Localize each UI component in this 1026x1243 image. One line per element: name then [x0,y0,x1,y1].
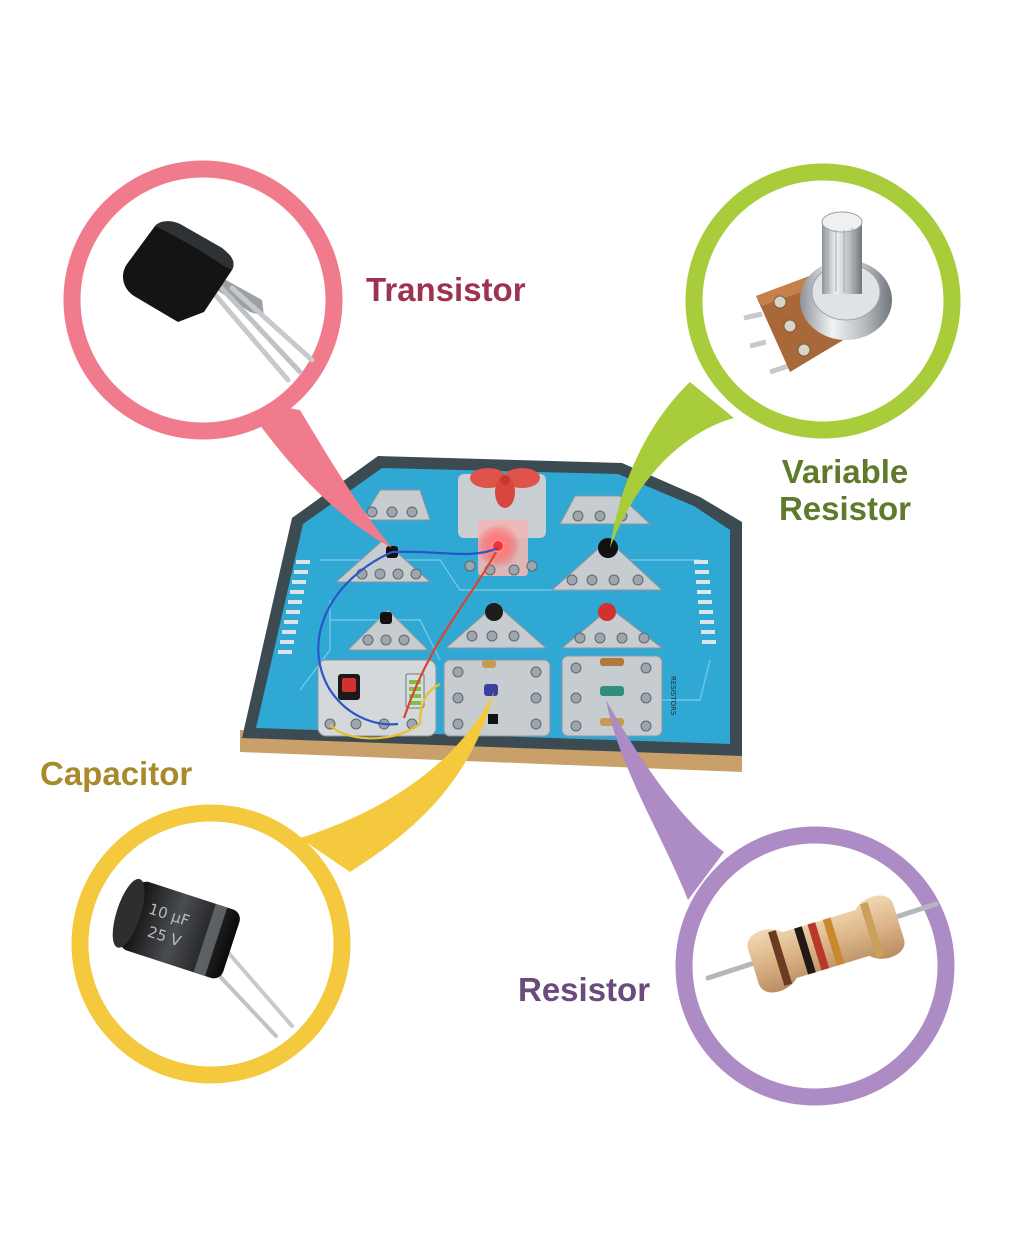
board-potentiometer-knob [598,538,618,558]
transistor-label: Transistor [366,271,526,308]
potentiometer-icon [743,211,892,375]
transistor-callout-tail [242,400,392,548]
transistor-icon [122,221,315,383]
board-buzzer [485,603,503,621]
resistors-board-label: RESISTORS [669,676,677,716]
board-wires [317,546,499,740]
board-capacitor-3 [482,660,496,668]
resistor-callout-tail [606,700,724,900]
capacitor-icon: 10 µF 25 V [112,878,294,1038]
capacitor-callout-tail [300,692,494,872]
circuit-board: RESISTORS [240,456,742,772]
board-resistor [600,686,624,696]
switch-rocker [342,678,356,692]
variable-resistor-callout [610,163,961,548]
board-push-switch [598,603,616,621]
capacitor-callout: 10 µF 25 V [71,692,494,1084]
variable-resistor-label-line2: Resistor [778,489,912,527]
resistor-callout [606,700,955,1106]
resistor-label: Resistor [518,971,651,1008]
board-resistor-2 [600,658,624,666]
side-slots-left [278,560,310,654]
variable-resistor-callout-tail [610,382,734,548]
spring-terminals [324,506,652,732]
variable-resistor-label-line1: Variable [781,453,909,490]
board-capacitor-2 [488,714,498,724]
board-capacitor [484,684,498,696]
side-slots-right [694,560,716,644]
variable-resistor-label: Variable Resistor [772,453,918,528]
capacitor-label: Capacitor [40,755,193,792]
resistor-icon [705,895,939,993]
board-transistor-2 [380,612,392,624]
transistor-callout [63,160,392,548]
